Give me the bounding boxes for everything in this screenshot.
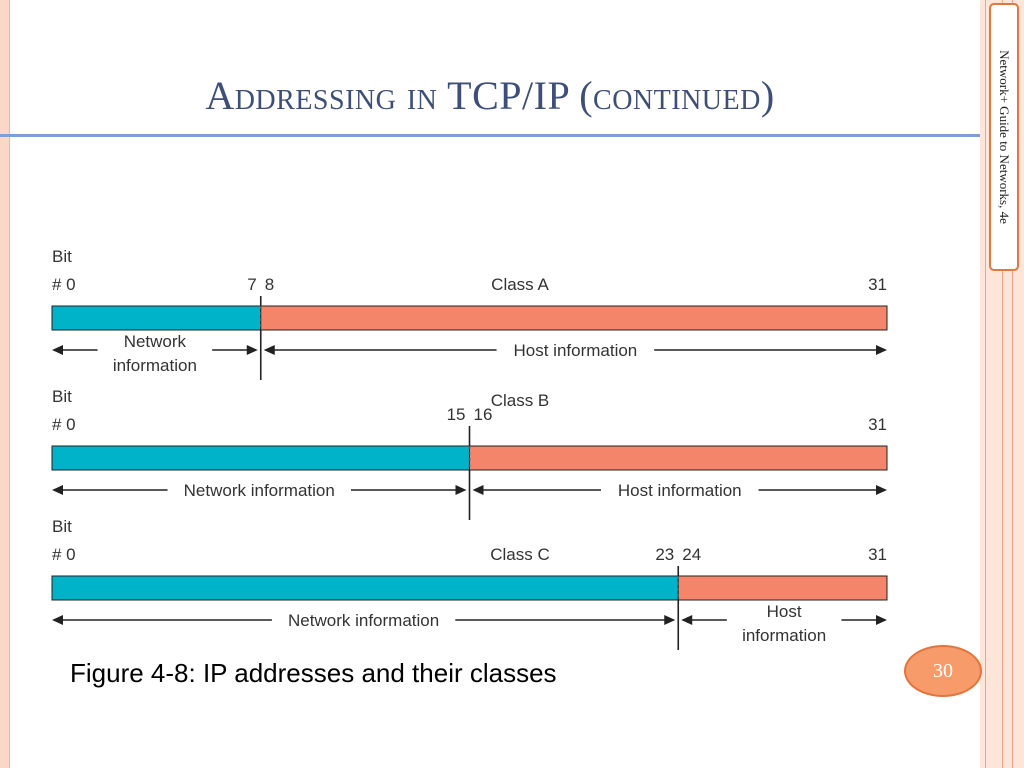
split-right-bit-label: 8 — [265, 275, 274, 294]
host-bits-bar — [469, 445, 888, 471]
arrowhead — [52, 345, 63, 355]
split-right-bit-label: 24 — [682, 545, 701, 564]
start-bit-label: # 0 — [52, 545, 76, 564]
end-bit-label: 31 — [868, 415, 887, 434]
host-info-label: Host information — [513, 341, 637, 360]
arrowhead — [876, 345, 887, 355]
arrowhead — [263, 345, 275, 355]
arrowhead — [472, 485, 484, 495]
arrowhead — [664, 615, 676, 625]
arrowhead — [455, 485, 467, 495]
figure-caption: Figure 4-8: IP addresses and their class… — [70, 658, 557, 688]
split-left-bit-label: 7 — [247, 275, 256, 294]
end-bit-label: 31 — [868, 545, 887, 564]
network-info-label: Network — [124, 332, 187, 351]
left-decor-stripe — [0, 0, 10, 768]
bit-label: Bit — [52, 387, 72, 406]
side-tab: Network+ Guide to Networks, 4e — [989, 3, 1019, 271]
right-decor-line — [1002, 0, 1003, 768]
host-info-label: information — [742, 626, 826, 645]
page-number-badge: 30 — [904, 645, 982, 697]
right-decor-line — [985, 0, 986, 768]
network-info-label: Network information — [184, 481, 335, 500]
host-info-label: Host information — [618, 481, 742, 500]
arrowhead — [246, 345, 258, 355]
bit-label: Bit — [52, 247, 72, 266]
start-bit-label: # 0 — [52, 415, 76, 434]
arrowhead — [876, 615, 887, 625]
network-bits-bar — [51, 305, 262, 331]
end-bit-label: 31 — [868, 275, 887, 294]
network-bits-bar — [51, 445, 470, 471]
right-decor-line — [1012, 0, 1013, 768]
side-tab-label: Network+ Guide to Networks, 4e — [997, 50, 1012, 224]
start-bit-label: # 0 — [52, 275, 76, 294]
class-label: Class B — [491, 391, 550, 410]
host-info-label: Host — [767, 602, 802, 621]
split-right-bit-label: 16 — [474, 405, 493, 424]
network-info-label: information — [113, 356, 197, 375]
arrowhead — [52, 615, 63, 625]
class-label: Class A — [491, 275, 549, 294]
class-label: Class C — [490, 545, 550, 564]
bit-label: Bit — [52, 517, 72, 536]
network-bits-bar — [51, 575, 679, 601]
split-left-bit-label: 15 — [447, 405, 466, 424]
host-bits-bar — [677, 575, 888, 601]
arrowhead — [876, 485, 887, 495]
network-info-label: Network information — [288, 611, 439, 630]
arrowhead — [52, 485, 63, 495]
slide-title: Addressing in TCP/IP (continued) — [205, 73, 775, 118]
host-bits-bar — [260, 305, 888, 331]
arrowhead — [681, 615, 693, 625]
title-rule — [0, 134, 980, 137]
split-left-bit-label: 23 — [655, 545, 674, 564]
